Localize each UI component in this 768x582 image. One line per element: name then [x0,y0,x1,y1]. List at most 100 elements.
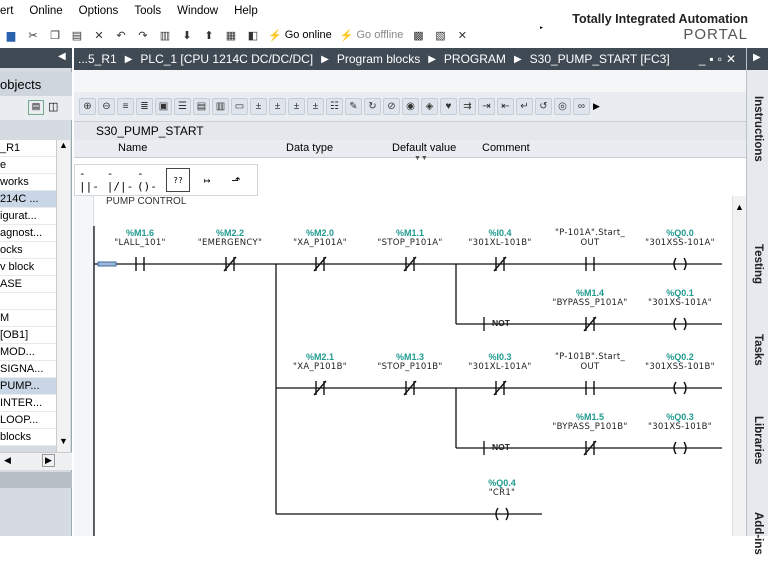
splitter-arrows-icon[interactable]: ▼▼ [414,155,428,162]
close-branch-icon[interactable]: ⬏ [231,173,241,187]
interface-icon[interactable]: ▥ [212,98,229,115]
go-online-button[interactable]: ⚡ Go online [264,29,336,42]
editor-scrollbar[interactable]: ▲ [732,196,746,536]
rung1-no-contact-5[interactable] [585,257,595,271]
tree-item[interactable]: 214C ... [0,191,56,208]
menu-edit[interactable]: ert [0,5,14,17]
breadcrumb-project[interactable]: ...5_R1 [78,52,117,66]
compare-icon[interactable]: ◈ [421,98,438,115]
tab-tasks[interactable]: Tasks [752,334,764,366]
ladder-diagram[interactable] [74,196,732,536]
tree-item[interactable]: PUMP... [0,378,56,395]
column-default-value[interactable]: Default value [392,142,457,154]
tree-item[interactable]: ASE [0,276,56,293]
rung2-no-contact-3[interactable] [585,381,595,395]
disable-icon[interactable]: ⊘ [383,98,400,115]
rung2b-nc-contact-0[interactable] [583,440,597,456]
compile-icon[interactable]: ▥ [159,29,171,42]
scroll-right-icon[interactable]: ▶ [42,454,55,467]
undo-icon[interactable]: ↶ [116,29,126,42]
tab-add-ins[interactable]: Add-ins [752,512,764,555]
interface-splitter[interactable]: ▼▼ [74,155,746,164]
empty-box-icon[interactable]: ?? [166,168,190,192]
rung3-coil-0[interactable] [495,507,509,521]
view-icon[interactable]: ▤ [28,100,44,115]
simulation-icon[interactable]: ▦ [225,29,237,42]
edit-icon[interactable]: ✎ [345,98,362,115]
open-block-icon[interactable]: ↵ [516,98,533,115]
rung2-coil-4[interactable] [673,381,687,395]
cross-reference-icon[interactable]: ▧ [435,29,446,42]
table-icon[interactable]: ▤ [193,98,210,115]
rung1-no-contact-0[interactable] [135,257,145,271]
list-icon[interactable]: ☰ [174,98,191,115]
tree-item[interactable]: agnost... [0,225,56,242]
watch-icon[interactable]: ◎ [554,98,571,115]
tree-item[interactable]: ocks [0,242,56,259]
tree-item[interactable]: [OB1] [0,327,56,344]
menu-options[interactable]: Options [78,5,119,17]
tree-item[interactable]: works [0,174,56,191]
favorite-icon[interactable]: ♥ [440,98,457,115]
tree-item[interactable]: M [0,310,56,327]
minimize-icon[interactable]: _ [698,52,710,66]
editor-scroll-up-icon[interactable]: ▲ [735,202,744,212]
tree-item[interactable]: blocks [0,429,56,446]
nc-contact-icon[interactable]: -|/|- [106,167,134,193]
rung2b-coil-1[interactable] [673,441,687,455]
menu-help[interactable]: Help [234,5,258,17]
tree-item[interactable]: v block [0,259,56,276]
sort-4-icon[interactable]: ± [307,98,324,115]
go-to-icon[interactable]: ↻ [364,98,381,115]
sort-2-icon[interactable]: ± [269,98,286,115]
horizontal-scrollbar[interactable]: ◀ ▶ [0,452,72,470]
column-data-type[interactable]: Data type [286,142,334,154]
cut-icon[interactable]: ✂ [28,29,38,42]
scroll-left-icon[interactable]: ◀ [4,455,11,465]
insert-row-icon[interactable]: ≡ [117,98,134,115]
monitor-all-icon[interactable]: ◉ [402,98,419,115]
more-tools-icon[interactable]: ▶ [593,101,600,111]
tree-item[interactable]: e [0,157,56,174]
tree-item[interactable]: SIGNA... [0,361,56,378]
rung1-nc-contact-2[interactable] [313,256,327,272]
tree-item[interactable]: INTER... [0,395,56,412]
rung2-nc-contact-0[interactable] [313,380,327,396]
rung1b-coil-1[interactable] [673,317,687,331]
save-icon[interactable]: ▆ [6,29,16,42]
list-view-icon[interactable]: ☷ [326,98,343,115]
paste-icon[interactable]: ▤ [71,29,83,42]
breadcrumb-plc[interactable]: PLC_1 [CPU 1214C DC/DC/DC] [140,52,314,66]
breadcrumb-block[interactable]: S30_PUMP_START [FC3] [529,52,670,66]
scroll-up-icon[interactable]: ▲ [59,140,68,150]
menu-online[interactable]: Online [29,5,63,17]
collapse-right-icon[interactable]: ▶ [753,52,761,63]
monitor-icon[interactable]: ◧ [247,29,259,42]
coil-icon[interactable]: -()- [137,167,157,193]
ladder-editor[interactable] [74,196,746,536]
breadcrumb-program-blocks[interactable]: Program blocks [336,52,421,66]
project-tree-scrollbar[interactable]: ▲ ▼ [56,140,70,452]
scroll-down-icon[interactable]: ▼ [59,436,68,446]
copy-icon[interactable]: ❐ [50,29,60,42]
maximize-icon[interactable]: ▫ [717,52,726,66]
upload-icon[interactable]: ⬆ [204,29,214,42]
menu-tools[interactable]: Tools [134,5,162,17]
tab-instructions[interactable]: Instructions [752,96,764,162]
rung1b-nc-contact-0[interactable] [583,316,597,332]
selection-cursor[interactable] [97,261,117,267]
restore-icon[interactable]: ▪ [709,52,718,66]
rung2-nc-contact-1[interactable] [403,380,417,396]
delete-icon[interactable]: ✕ [94,29,104,42]
glasses-icon[interactable]: ∞ [573,98,590,115]
rung1-nc-contact-3[interactable] [403,256,417,272]
rung1-nc-contact-4[interactable] [493,256,507,272]
close-icon[interactable]: ✕ [725,52,740,66]
comment-icon[interactable]: ▭ [231,98,248,115]
go-offline-button[interactable]: ⚡ Go offline [336,29,408,42]
column-comment[interactable]: Comment [482,142,530,154]
close-toolbar-icon[interactable]: ✕ [457,29,467,42]
menu-window[interactable]: Window [177,5,219,17]
open-branch-icon[interactable]: ↦ [203,173,211,187]
sort-3-icon[interactable]: ± [288,98,305,115]
